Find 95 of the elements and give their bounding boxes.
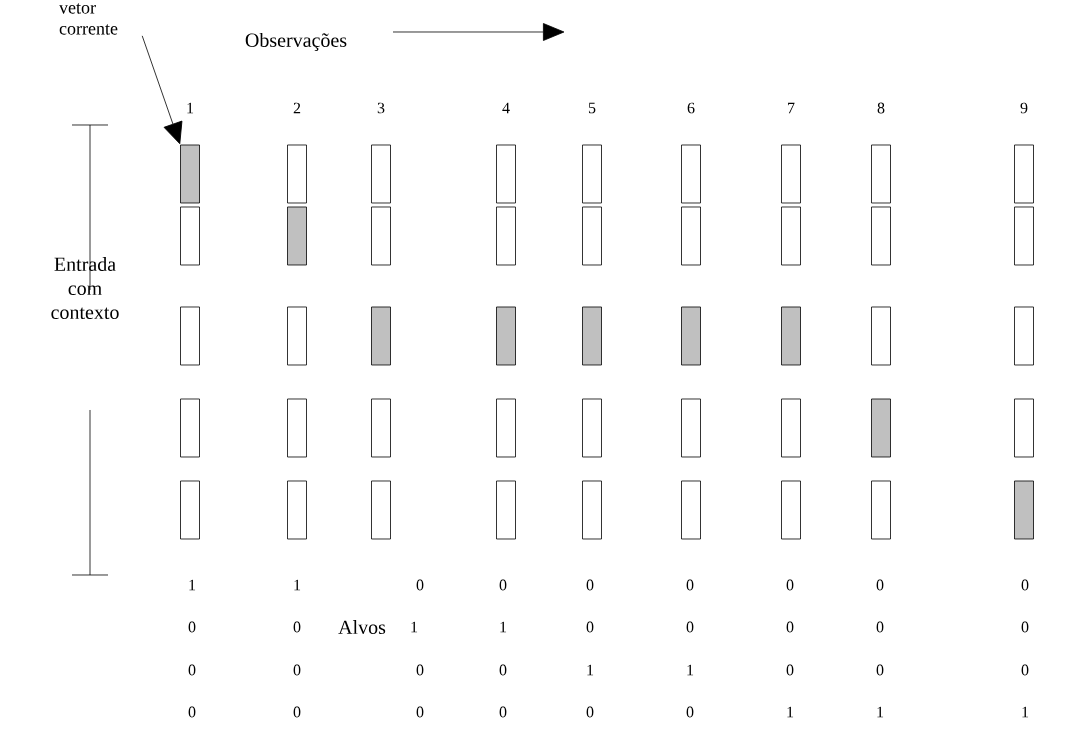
table-cell: 0 bbox=[876, 621, 884, 633]
table-cell: 0 bbox=[499, 579, 507, 591]
table-cell: 0 bbox=[876, 579, 884, 591]
table-cell: 0 bbox=[293, 706, 301, 718]
empty-rectangle bbox=[1014, 144, 1034, 204]
empty-rectangle bbox=[1014, 306, 1034, 366]
table-cell: 1 bbox=[411, 621, 418, 633]
empty-rectangle bbox=[287, 144, 307, 204]
table-cell: 0 bbox=[586, 706, 594, 718]
empty-rectangle bbox=[871, 480, 891, 540]
table-cell: 0 bbox=[586, 579, 594, 591]
empty-rectangle bbox=[496, 144, 516, 204]
empty-rectangle bbox=[371, 206, 391, 266]
empty-rectangle bbox=[371, 144, 391, 204]
column-number: 1 bbox=[187, 102, 194, 114]
table-cell: 1 bbox=[294, 579, 301, 591]
column-number: 6 bbox=[687, 102, 695, 114]
empty-rectangle bbox=[371, 480, 391, 540]
empty-rectangle bbox=[496, 206, 516, 266]
table-cell: 0 bbox=[293, 621, 301, 633]
table-cell: 0 bbox=[1021, 664, 1029, 676]
table-cell: 0 bbox=[876, 664, 884, 676]
empty-rectangle bbox=[180, 306, 200, 366]
empty-rectangle bbox=[287, 306, 307, 366]
shaded-rectangle bbox=[371, 306, 391, 366]
empty-rectangle bbox=[871, 144, 891, 204]
table-cell: 0 bbox=[786, 579, 794, 591]
table-cell: 0 bbox=[686, 706, 694, 718]
empty-rectangle bbox=[781, 206, 801, 266]
shaded-rectangle bbox=[287, 206, 307, 266]
table-cell: 0 bbox=[416, 579, 424, 591]
table-cell: 0 bbox=[293, 664, 301, 676]
empty-rectangle bbox=[681, 206, 701, 266]
empty-rectangle bbox=[180, 206, 200, 266]
table-cell: 1 bbox=[587, 664, 594, 676]
shaded-rectangle bbox=[781, 306, 801, 366]
table-cell: 0 bbox=[786, 621, 794, 633]
leader-arrow bbox=[141, 35, 183, 145]
empty-rectangle bbox=[582, 480, 602, 540]
column-number: 7 bbox=[788, 102, 795, 114]
empty-rectangle bbox=[781, 398, 801, 458]
column-number: 5 bbox=[588, 102, 596, 114]
table-cell: 0 bbox=[499, 664, 507, 676]
table-cell: 0 bbox=[188, 706, 196, 718]
shaded-rectangle bbox=[681, 306, 701, 366]
empty-rectangle bbox=[582, 206, 602, 266]
table-cell: 0 bbox=[416, 664, 424, 676]
shaded-rectangle bbox=[496, 306, 516, 366]
empty-rectangle bbox=[496, 398, 516, 458]
empty-rectangle bbox=[371, 398, 391, 458]
table-cell: 1 bbox=[1022, 706, 1029, 718]
empty-rectangle bbox=[180, 398, 200, 458]
table-cell: 0 bbox=[188, 664, 196, 676]
table-cell: 1 bbox=[877, 706, 884, 718]
empty-rectangle bbox=[287, 398, 307, 458]
shaded-rectangle bbox=[871, 398, 891, 458]
empty-rectangle bbox=[496, 480, 516, 540]
empty-rectangle bbox=[681, 144, 701, 204]
table-cell: 0 bbox=[188, 621, 196, 633]
empty-rectangle bbox=[781, 144, 801, 204]
empty-rectangle bbox=[871, 306, 891, 366]
empty-rectangle bbox=[582, 398, 602, 458]
table-cell: 0 bbox=[1021, 621, 1029, 633]
shaded-rectangle bbox=[582, 306, 602, 366]
shaded-rectangle bbox=[1014, 480, 1034, 540]
axis-title: Alvos bbox=[338, 619, 386, 634]
table-cell: 1 bbox=[189, 579, 196, 591]
column-number: 4 bbox=[502, 102, 510, 114]
empty-rectangle bbox=[582, 144, 602, 204]
column-number: 2 bbox=[293, 102, 301, 114]
column-number: 8 bbox=[877, 102, 885, 114]
empty-rectangle bbox=[681, 480, 701, 540]
empty-rectangle bbox=[287, 480, 307, 540]
axis-title: Observações bbox=[245, 32, 347, 52]
table-cell: 1 bbox=[687, 664, 694, 676]
table-cell: 0 bbox=[1021, 579, 1029, 591]
axis-title: Entrada com contexto bbox=[51, 256, 119, 319]
empty-rectangle bbox=[1014, 206, 1034, 266]
empty-rectangle bbox=[1014, 398, 1034, 458]
table-cell: 0 bbox=[416, 706, 424, 718]
table-cell: 0 bbox=[686, 621, 694, 633]
table-cell: 0 bbox=[786, 664, 794, 676]
empty-rectangle bbox=[781, 480, 801, 540]
table-cell: 0 bbox=[586, 621, 594, 633]
table-cell: 0 bbox=[686, 579, 694, 591]
empty-rectangle bbox=[180, 480, 200, 540]
column-number: 3 bbox=[377, 102, 385, 114]
table-cell: 0 bbox=[499, 706, 507, 718]
table-cell: 1 bbox=[787, 706, 794, 718]
shaded-rectangle bbox=[180, 144, 200, 204]
empty-rectangle bbox=[681, 398, 701, 458]
table-cell: 1 bbox=[500, 621, 507, 633]
empty-rectangle bbox=[871, 206, 891, 266]
column-number: 9 bbox=[1020, 102, 1028, 114]
text-label: vetor corrente bbox=[59, 3, 118, 35]
